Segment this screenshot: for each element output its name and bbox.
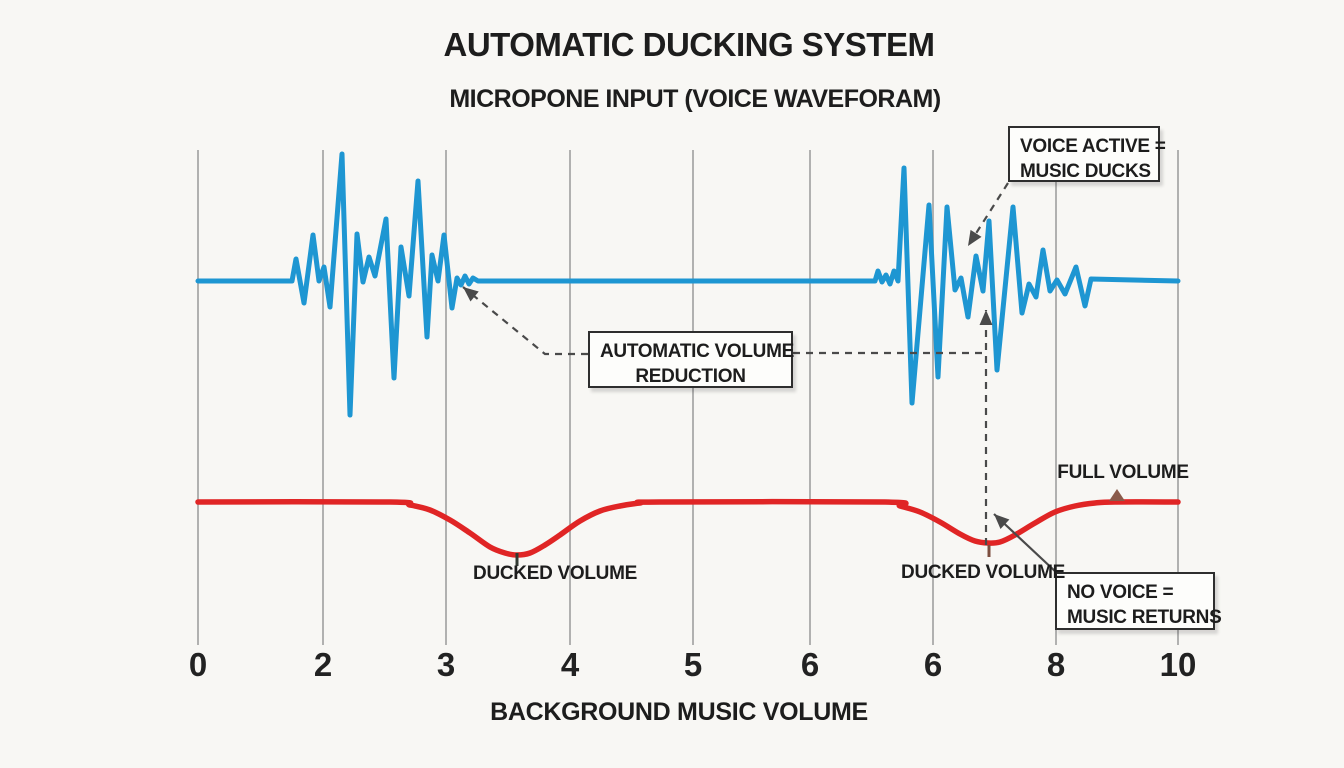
- arrowhead: [994, 514, 1010, 529]
- no-voice-line2: MUSIC RETURNS: [1067, 607, 1222, 629]
- x-tick-label: 5: [683, 646, 703, 683]
- page-subtitle: MICROPONE INPUT (VOICE WAVEFORAM): [449, 85, 941, 113]
- voice-active-line1: VOICE ACTIVE =: [1020, 136, 1166, 157]
- ducked-volume-label-right: DUCKED VOLUME: [901, 562, 1065, 583]
- x-axis-label: BACKGROUND MUSIC VOLUME: [490, 698, 868, 726]
- x-tick-label: 3: [436, 646, 456, 683]
- background-music-volume: [195, 498, 1181, 558]
- x-tick-label: 10: [1159, 646, 1197, 683]
- full-volume-marker: [1109, 489, 1125, 501]
- x-tick-label: 4: [560, 646, 580, 683]
- automatic-volume-reduction-callout: AUTOMATIC VOLUME REDUCTION: [588, 331, 794, 388]
- voice-active-line2: MUSIC DUCKS: [1020, 161, 1151, 183]
- x-tick-label: 2: [313, 646, 333, 683]
- microphone-voice-waveform: [195, 151, 1181, 418]
- voice-active-callout: VOICE ACTIVE = MUSIC DUCKS: [1008, 126, 1166, 183]
- auto-reduction-line1: AUTOMATIC VOLUME: [600, 341, 794, 362]
- arrowhead: [968, 229, 982, 246]
- auto-reduction-line2: REDUCTION: [635, 366, 746, 388]
- ducked-volume-label-left: DUCKED VOLUME: [473, 563, 637, 584]
- no-voice-line1: NO VOICE =: [1067, 582, 1174, 603]
- x-tick-label: 6: [923, 646, 943, 683]
- auto-reduction-to-burst1: [462, 286, 588, 356]
- arrowhead: [979, 310, 993, 325]
- x-tick-label: 0: [188, 646, 208, 683]
- x-tick-label: 8: [1046, 646, 1066, 683]
- page-title: AUTOMATIC DUCKING SYSTEM: [443, 26, 935, 63]
- arrowhead: [463, 287, 479, 302]
- full-volume-label: FULL VOLUME: [1057, 462, 1189, 483]
- no-voice-callout: NO VOICE = MUSIC RETURNS: [1055, 572, 1222, 630]
- x-tick-label: 6: [800, 646, 820, 683]
